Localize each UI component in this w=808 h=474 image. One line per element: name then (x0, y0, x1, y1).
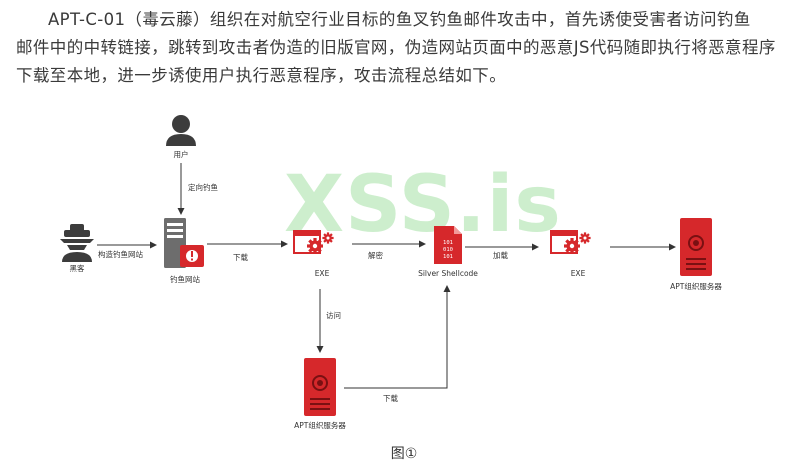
apt-server-icon-right (679, 217, 713, 277)
shellcode-bits-2: 010 (443, 247, 453, 253)
user-label: 用户 (174, 149, 189, 159)
intro-line-2: 邮件中的中转链接，跳转到攻击者伪造的旧版官网，伪造网站页面中的恶意JS代码随即执… (16, 38, 776, 57)
edge-label-visit: 访问 (326, 310, 341, 320)
edge-label-load: 加载 (493, 250, 508, 260)
shellcode-label: Silver Shellcode (418, 269, 478, 278)
edge-download-2 (344, 285, 451, 389)
intro-line-1: APT-C-01（毒云藤）组织在对航空行业目标的鱼叉钓鱼邮件攻击中，首先诱使受害… (48, 10, 751, 29)
edge-label-download-1: 下载 (233, 252, 248, 262)
exe-label-2: EXE (571, 269, 586, 278)
apt-server-label-right: APT组织服务器 (670, 281, 722, 291)
edge-label-download-2: 下载 (383, 393, 398, 403)
edge-label-redirect: 定向钓鱼 (188, 182, 218, 192)
intro-paragraph: APT-C-01（毒云藤）组织在对航空行业目标的鱼叉钓鱼邮件攻击中，首先诱使受害… (16, 6, 792, 90)
apt-server-label-bottom: APT组织服务器 (294, 420, 346, 430)
exe-icon-2 (551, 231, 591, 254)
exe-icon-1 (294, 231, 334, 254)
hacker-icon (60, 224, 94, 262)
phishing-site-icon (164, 218, 204, 268)
shellcode-file-icon: 101 010 101 (434, 226, 462, 264)
exe-label-1: EXE (315, 269, 330, 278)
hacker-label: 黑客 (70, 263, 85, 273)
user-icon (166, 115, 196, 146)
phishing-site-label: 钓鱼网站 (170, 274, 200, 284)
edge-label-decrypt: 解密 (368, 250, 383, 260)
shellcode-bits-3: 101 (443, 254, 453, 260)
figure-caption: 图① (390, 446, 418, 462)
intro-line-3: 下载至本地，进一步诱使用户执行恶意程序，攻击流程总结如下。 (16, 66, 507, 85)
edge-label-build: 构造钓鱼网站 (98, 249, 143, 259)
apt-server-icon-bottom (303, 357, 337, 417)
shellcode-bits-1: 101 (443, 240, 453, 246)
